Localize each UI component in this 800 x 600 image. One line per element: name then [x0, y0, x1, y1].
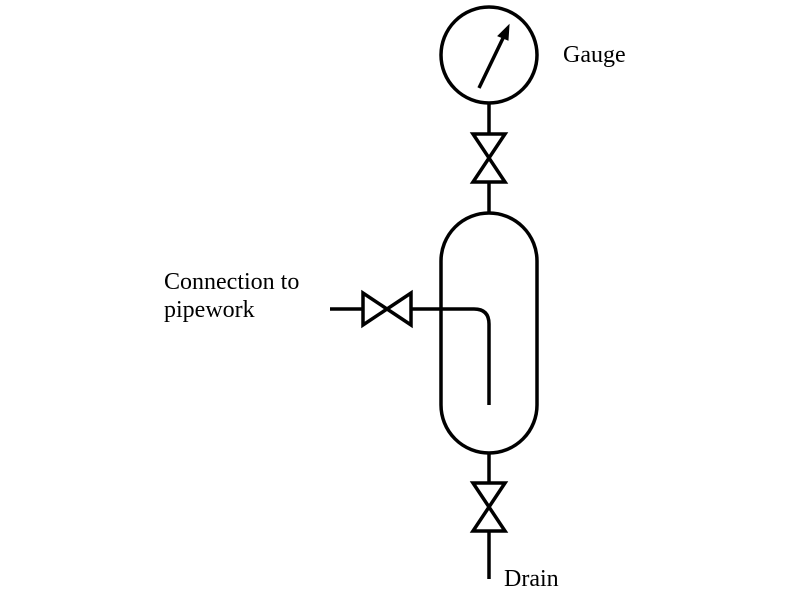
gauge-needle [477, 33, 507, 89]
connection-label: Connection to pipework [164, 268, 299, 324]
inlet-dip-pipe [411, 307, 491, 405]
connection-label-line1: Connection to [164, 269, 300, 295]
drain-valve [469, 481, 509, 533]
gauge-needle-arrowhead [497, 23, 510, 41]
connection-label-line2: pipework [164, 297, 255, 323]
gauge-label: Gauge [563, 42, 626, 68]
gauge-isolation-valve [469, 132, 509, 184]
inlet-valve [361, 289, 413, 329]
drain-label: Drain [504, 566, 559, 592]
vessel [439, 211, 539, 455]
gauge-dial [439, 5, 539, 105]
